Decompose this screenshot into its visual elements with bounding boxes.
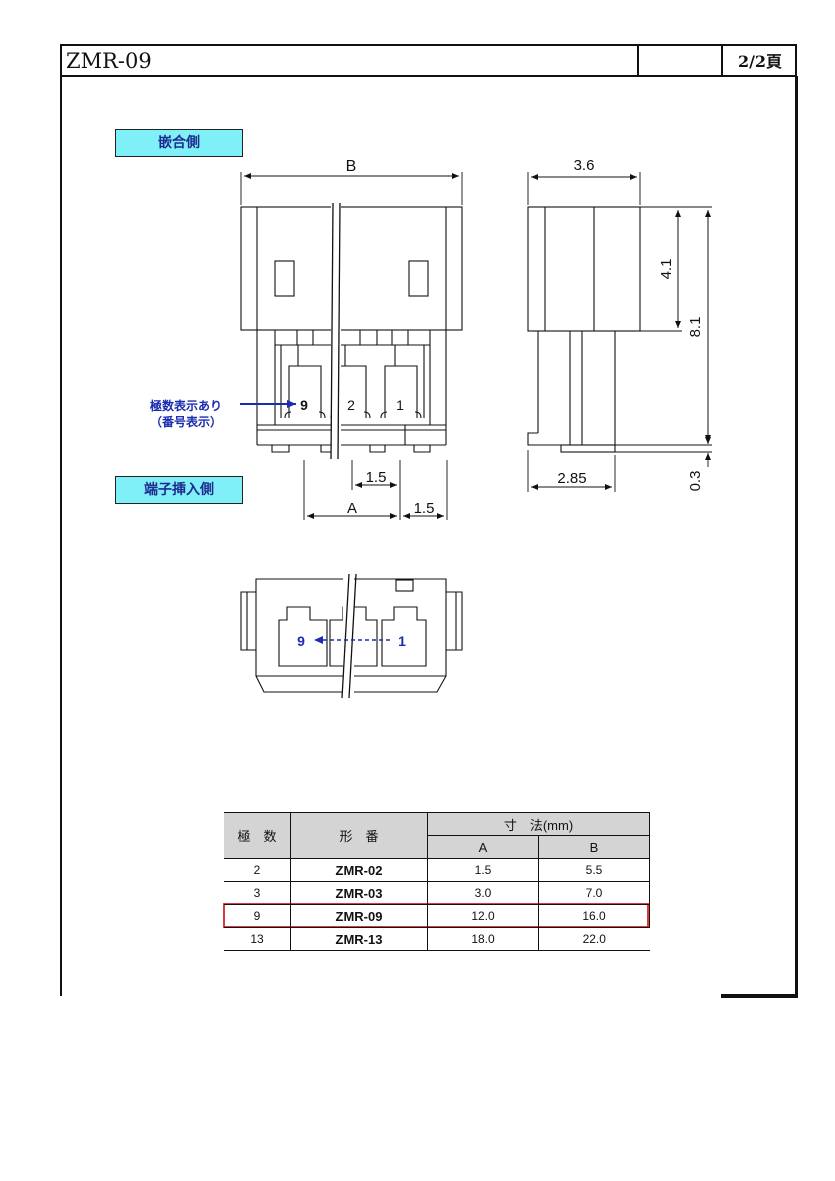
table-row-highlighted: 9 ZMR-09 12.0 16.0 <box>224 904 650 928</box>
cell-b: 7.0 <box>538 881 650 905</box>
frame-right <box>795 76 798 998</box>
header-b: B <box>538 835 650 859</box>
cell-b: 5.5 <box>538 858 650 882</box>
table-row: 13 ZMR-13 18.0 22.0 <box>224 927 650 951</box>
front-view <box>240 206 463 453</box>
table-row: 2 ZMR-02 1.5 5.5 <box>224 858 650 882</box>
side-view <box>527 206 641 453</box>
table-header-row: 極 数 形 番 寸 法(mm) <box>224 812 650 859</box>
terminal-pin-9: 9 <box>297 633 305 649</box>
terminal-pin-1: 1 <box>398 633 406 649</box>
pin-number-2: 2 <box>347 397 355 413</box>
cell-a: 1.5 <box>427 858 539 882</box>
cell-a: 3.0 <box>427 881 539 905</box>
header-bar <box>60 44 797 77</box>
side-width-label: 3.6 <box>574 157 595 174</box>
header-model: 形 番 <box>290 812 428 859</box>
annotation-line2: （番号表示） <box>150 414 222 429</box>
cell-model: ZMR-13 <box>290 927 428 951</box>
dimension-a <box>303 460 448 520</box>
side-total-label: 8.1 <box>687 317 704 338</box>
dimension-b <box>240 172 463 205</box>
annotation-line1: 極数表示あり <box>150 398 222 413</box>
table-subheader-row: A B <box>224 835 650 859</box>
cell-model: ZMR-03 <box>290 881 428 905</box>
header-divider <box>637 44 639 77</box>
side-thickness-label: 0.3 <box>687 471 704 492</box>
side-bottom-label: 2.85 <box>557 470 586 487</box>
pin-number-1: 1 <box>396 397 404 413</box>
cell-poles: 9 <box>224 904 291 928</box>
terminal-side-label: 端子挿入側 <box>115 476 243 504</box>
cell-poles: 2 <box>224 858 291 882</box>
mating-side-label: 嵌合側 <box>115 129 243 157</box>
dimension-end-label: 1.5 <box>414 500 435 517</box>
cell-poles: 13 <box>224 927 291 951</box>
table-row: 3 ZMR-03 3.0 7.0 <box>224 881 650 905</box>
cell-model: ZMR-09 <box>290 904 428 928</box>
cell-poles: 3 <box>224 881 291 905</box>
header-a: A <box>427 835 539 859</box>
cell-b: 22.0 <box>538 927 650 951</box>
dimension-a-label: A <box>347 500 357 517</box>
header-dims: 寸 法(mm) <box>427 812 650 836</box>
document-title: ZMR-09 <box>66 49 152 73</box>
frame-left <box>60 76 62 996</box>
spec-table: 極 数 形 番 寸 法(mm) A B 2 ZMR-02 1.5 5.5 3 Z… <box>224 812 650 951</box>
cell-a: 12.0 <box>427 904 539 928</box>
frame-bottom-stub <box>721 994 798 998</box>
side-upper-label: 4.1 <box>658 259 675 280</box>
dimension-pitch-label: 1.5 <box>366 469 387 486</box>
cell-a: 18.0 <box>427 927 539 951</box>
side-dimensions <box>527 172 712 492</box>
header-divider <box>721 44 723 77</box>
page-number: 2/2頁 <box>737 52 783 71</box>
dimension-b-label: B <box>346 158 357 175</box>
cell-model: ZMR-02 <box>290 858 428 882</box>
header-poles: 極 数 <box>224 812 291 859</box>
pin-number-9: 9 <box>300 397 308 413</box>
cell-b: 16.0 <box>538 904 650 928</box>
